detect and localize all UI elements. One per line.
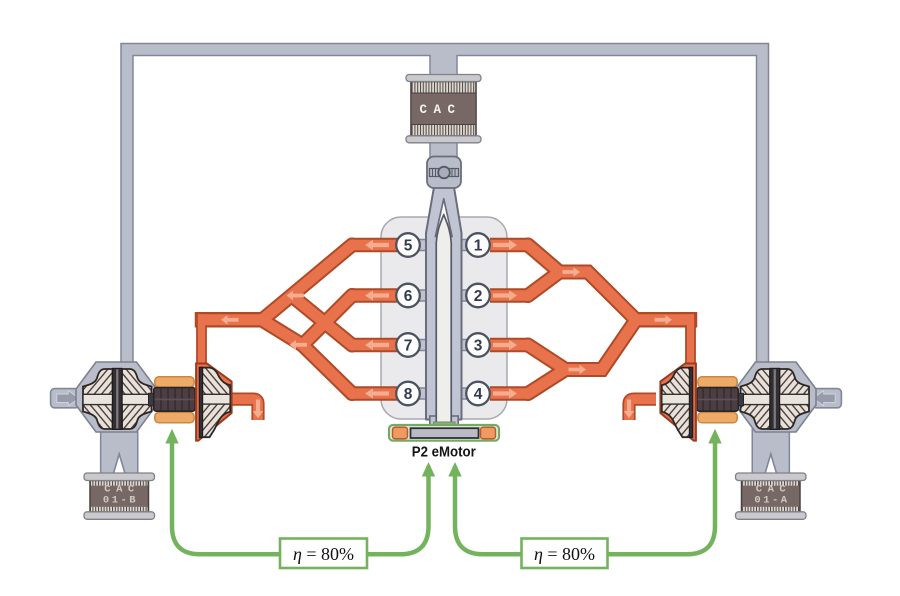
svg-text:5: 5: [404, 238, 413, 255]
svg-text:1: 1: [474, 238, 483, 255]
svg-text:CAC: CAC: [756, 484, 791, 496]
svg-text:η = 80%: η = 80%: [293, 544, 354, 564]
svg-text:P2 eMotor: P2 eMotor: [412, 445, 476, 461]
svg-text:01-B: 01-B: [103, 495, 138, 507]
svg-text:η = 80%: η = 80%: [534, 544, 595, 564]
svg-text:2: 2: [474, 288, 483, 305]
svg-text:CAC: CAC: [104, 484, 139, 496]
svg-text:01-A: 01-A: [754, 495, 789, 507]
svg-text:4: 4: [474, 386, 483, 403]
svg-text:3: 3: [474, 338, 483, 355]
svg-text:6: 6: [404, 288, 413, 305]
svg-text:7: 7: [404, 338, 413, 355]
svg-text:8: 8: [404, 386, 413, 403]
svg-text:CAC: CAC: [419, 103, 461, 117]
